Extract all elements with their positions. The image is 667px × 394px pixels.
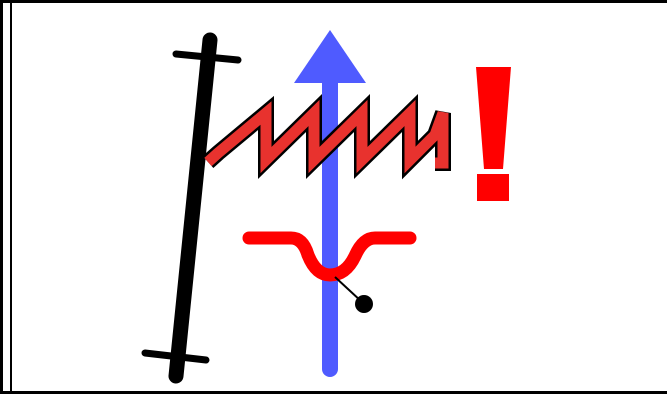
diagram-symbols xyxy=(3,3,667,394)
black-dot-pointer xyxy=(335,277,373,313)
exclamation-mark xyxy=(476,67,511,201)
slanted-bar xyxy=(145,40,238,376)
blue-up-arrow xyxy=(294,30,366,369)
